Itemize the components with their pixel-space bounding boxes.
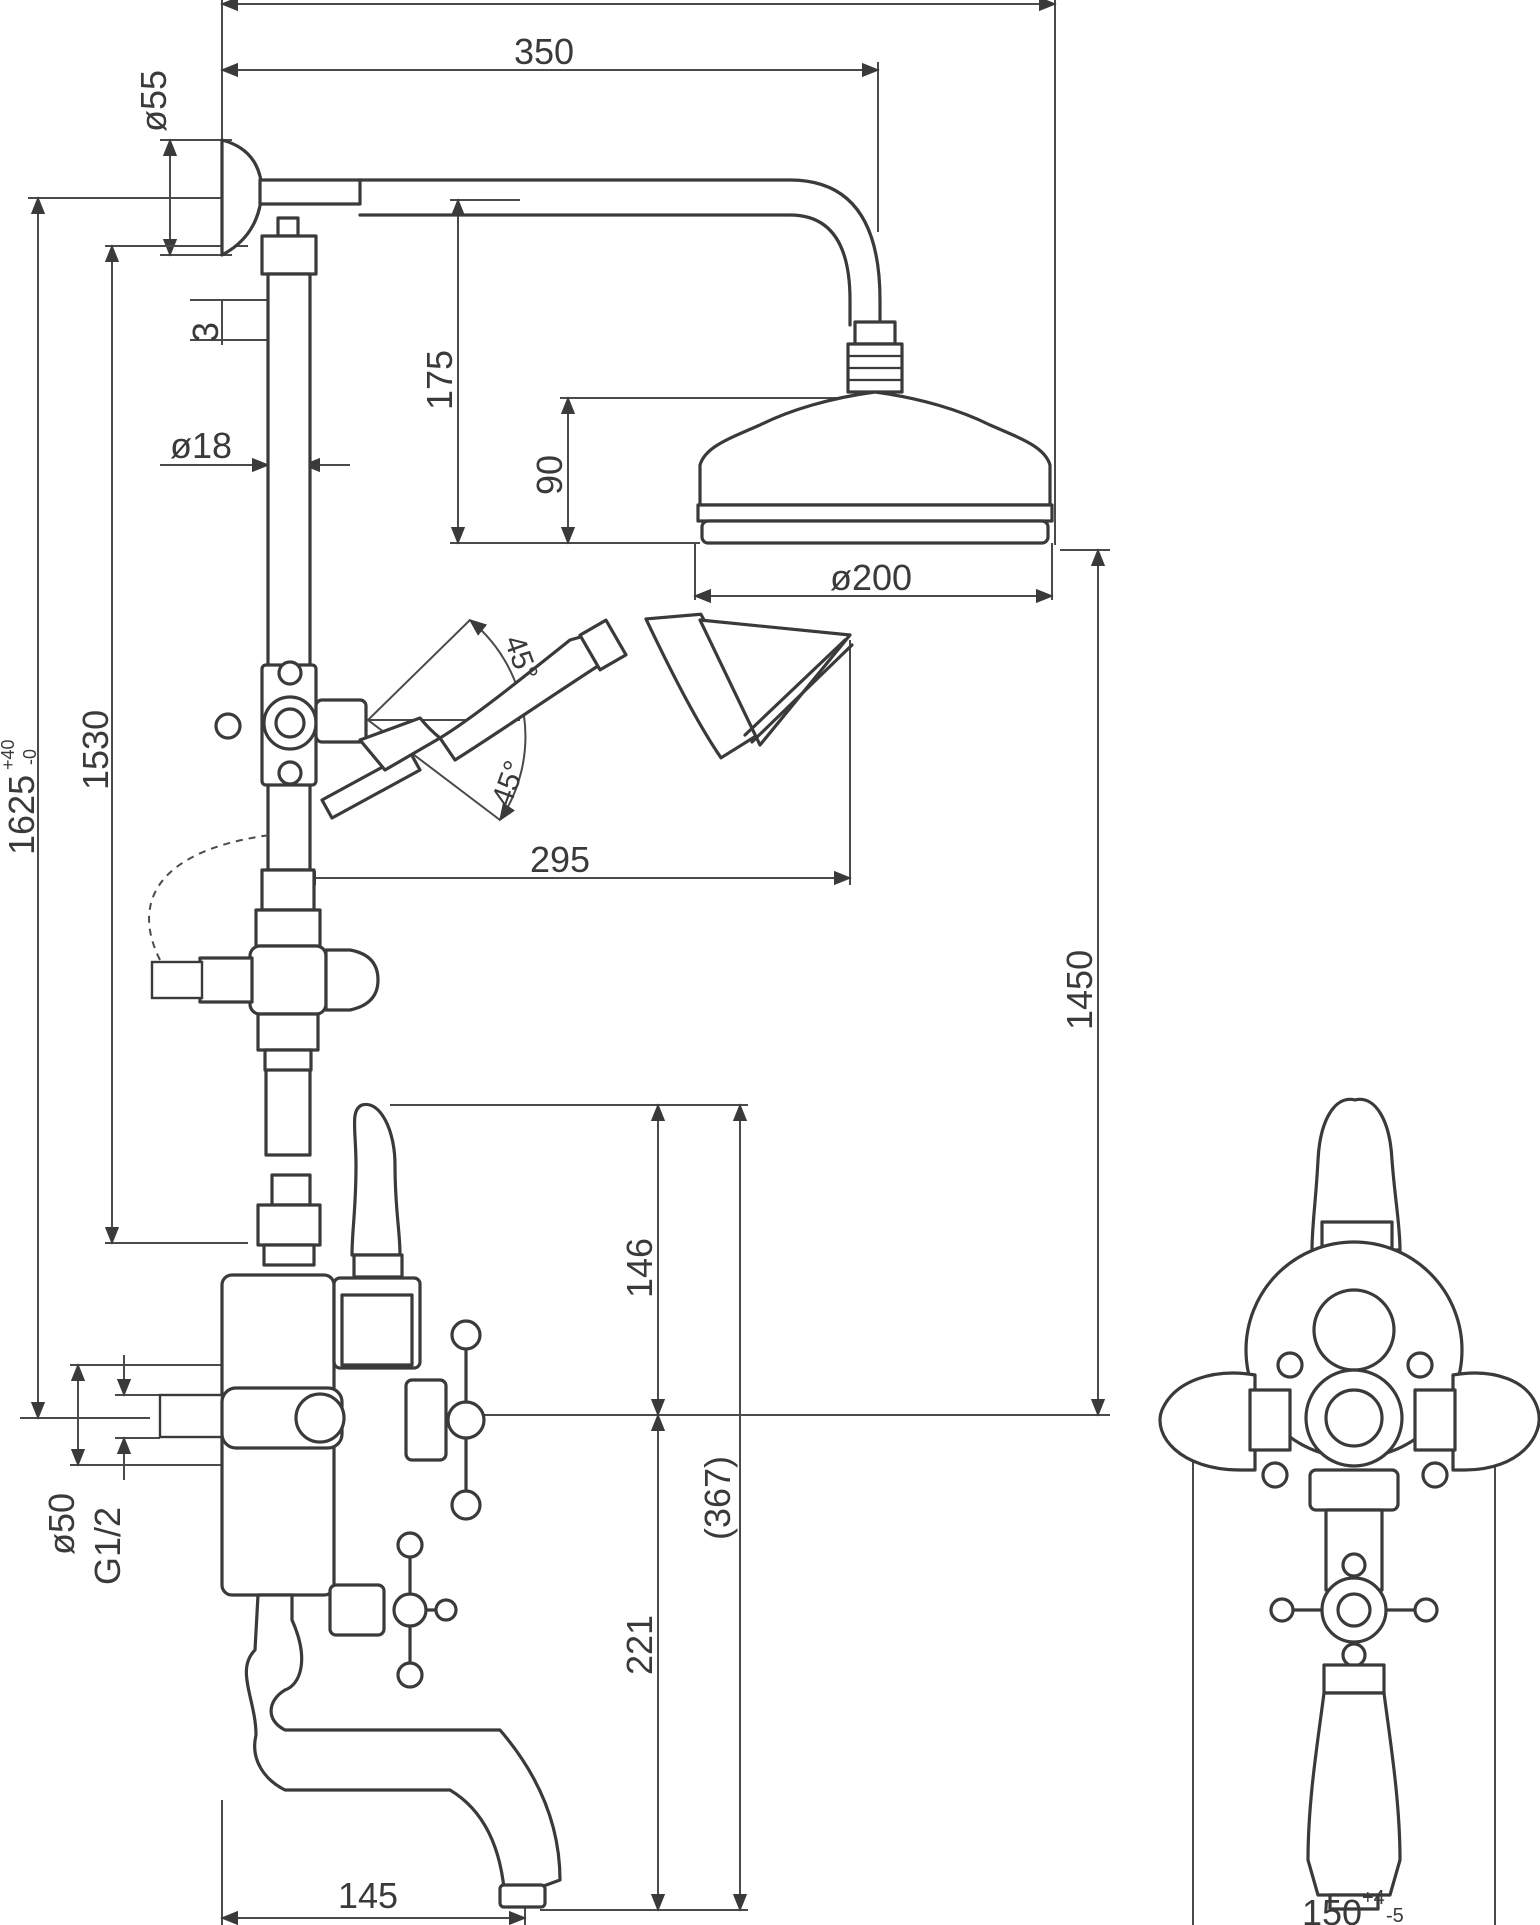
dim-centres-tol-lower: -5 [1386,1905,1404,1925]
dim-overall-height: 1625 [1,775,42,855]
dim-overall-height-tol-upper: +40 [0,739,18,770]
dim-wall-offset: 3 [185,322,226,342]
valve-front-view [1158,1097,1540,1911]
dimension-labels: 350 ø55 3 ø18 175 90 ø200 1625 +40 -0 15… [0,31,1404,1925]
riser-rail [260,216,318,1157]
dim-head-height: 90 [529,455,570,495]
dimension-lines [20,0,1496,1925]
riser-diverter [148,834,380,1072]
handset-bracket [214,612,854,820]
dim-overall-height-tol-lower: -0 [20,749,40,765]
dim-inlet-dia: ø50 [41,1493,82,1555]
overhead-shower [220,138,1054,545]
dim-arm-drop: 175 [419,350,460,410]
dim-valve-total: (367) [697,1456,738,1540]
dim-centres: 150 [1302,1892,1362,1925]
valve-side-view [158,1102,562,1909]
dim-outlet-height: 1450 [1059,950,1100,1030]
dim-inlet-thread: G1/2 [87,1507,128,1585]
dim-handset-angle-lower: 45° [486,756,533,810]
dim-valve-upper: 146 [619,1238,660,1298]
dim-spout-drop: 221 [619,1615,660,1675]
dim-riser-dia: ø18 [170,425,232,466]
dim-arm-flange-dia: ø55 [133,70,174,132]
dim-centres-tol-upper: +4 [1362,1887,1385,1909]
dim-handset-reach: 295 [530,839,590,880]
dim-overall-reach: 350 [514,31,574,72]
dim-spout-reach: 145 [338,1875,398,1916]
dim-head-dia: ø200 [830,557,912,598]
dim-riser-length: 1530 [75,710,116,790]
